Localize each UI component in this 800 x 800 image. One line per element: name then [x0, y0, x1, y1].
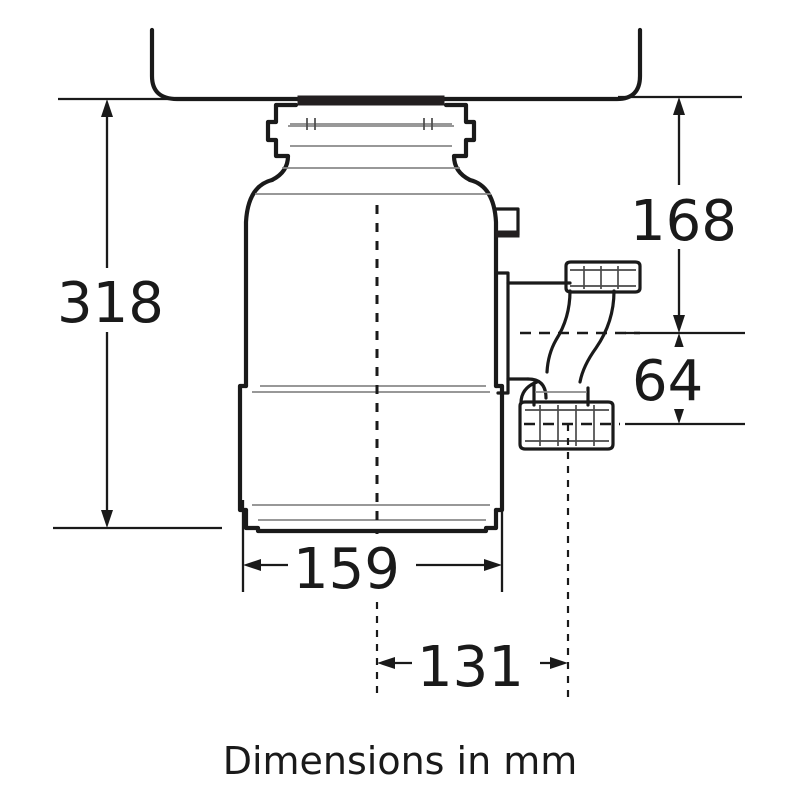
base: [243, 507, 499, 534]
trap-assembly: [506, 260, 642, 451]
dimension-168-label: 168: [630, 189, 737, 254]
mount-gasket: [297, 95, 445, 106]
centrelines: [375, 205, 640, 700]
dimension-318: 318: [50, 97, 222, 530]
dimension-131: 131: [377, 632, 568, 700]
upper-trap-nut: [564, 260, 642, 294]
mount-collar: [265, 102, 477, 183]
dimension-168: 168: [618, 95, 796, 335]
dimension-131-label: 131: [417, 635, 524, 700]
lower-shell: [237, 383, 505, 513]
dimension-159: 159: [241, 500, 504, 602]
dimension-318-label: 318: [57, 271, 164, 336]
dimension-159-label: 159: [293, 537, 400, 602]
units-caption: Dimensions in mm: [223, 739, 578, 783]
body-lug: [494, 207, 520, 238]
disposer-body: [243, 177, 499, 389]
dimension-64: 64: [625, 333, 752, 426]
dimension-64-label: 64: [632, 349, 703, 414]
